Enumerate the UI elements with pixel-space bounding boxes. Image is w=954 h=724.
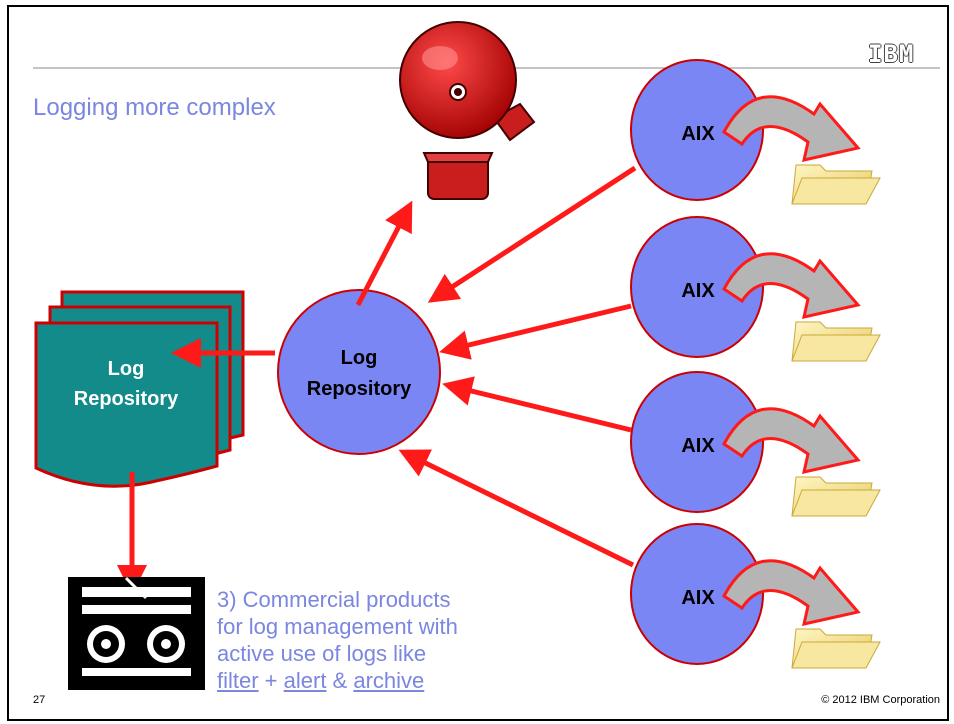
alert-link[interactable]: alert bbox=[283, 668, 327, 693]
arrow-repository-to-bell bbox=[355, 200, 413, 307]
central-label-line1: Log bbox=[341, 347, 378, 369]
folder-flap bbox=[791, 177, 881, 205]
aix-label: AIX bbox=[681, 587, 715, 609]
aix-label: AIX bbox=[681, 280, 715, 302]
copyright: © 2012 IBM Corporation bbox=[821, 694, 940, 706]
arrow-aix4-to-repository bbox=[398, 449, 635, 568]
doc-label-line1: Log bbox=[108, 358, 145, 380]
caption-line3: active use of logs like bbox=[217, 641, 427, 666]
aix-label: AIX bbox=[681, 435, 715, 457]
caption-line2: for log management with bbox=[217, 614, 458, 639]
caption-amp: & bbox=[326, 668, 354, 693]
slide-border bbox=[7, 5, 949, 721]
doc-label-line2: Repository bbox=[74, 388, 179, 410]
folder-flap bbox=[791, 641, 881, 669]
caption-plus: + bbox=[258, 668, 284, 693]
central-log-repository-node: Log Repository bbox=[277, 289, 441, 455]
ibm-logo: IBM bbox=[868, 40, 915, 68]
folder-flap bbox=[791, 489, 881, 517]
caption: 3) Commercial products for log managemen… bbox=[217, 586, 547, 694]
caption-line1: 3) Commercial products bbox=[217, 587, 451, 612]
aix-node: AIX bbox=[630, 371, 764, 513]
caption-line4: filter + alert & archive bbox=[217, 667, 547, 694]
arrow-aix2-to-repository bbox=[439, 303, 632, 360]
slide-title: Logging more complex bbox=[33, 94, 276, 121]
aix-node: AIX bbox=[630, 59, 764, 201]
archive-link[interactable]: archive bbox=[353, 668, 425, 693]
aix-label: AIX bbox=[681, 123, 715, 145]
filter-link[interactable]: filter bbox=[217, 668, 259, 693]
folder-flap bbox=[791, 334, 881, 362]
curved-arrow-icon bbox=[722, 407, 861, 474]
central-label-line2: Repository bbox=[307, 378, 412, 400]
tape-drive-icon bbox=[68, 576, 205, 690]
aix-node: AIX bbox=[630, 523, 764, 665]
arrow-aix1-to-repository bbox=[427, 165, 637, 303]
curved-arrow-icon bbox=[722, 559, 861, 626]
aix-node: AIX bbox=[630, 216, 764, 358]
curved-arrow-icon bbox=[722, 95, 861, 162]
alarm-bell-icon bbox=[399, 21, 536, 200]
arrow-aix3-to-repository bbox=[442, 376, 632, 433]
page-number: 27 bbox=[33, 694, 46, 706]
log-repository-document: Log Repository bbox=[34, 290, 245, 488]
curved-arrow-icon bbox=[722, 252, 861, 319]
